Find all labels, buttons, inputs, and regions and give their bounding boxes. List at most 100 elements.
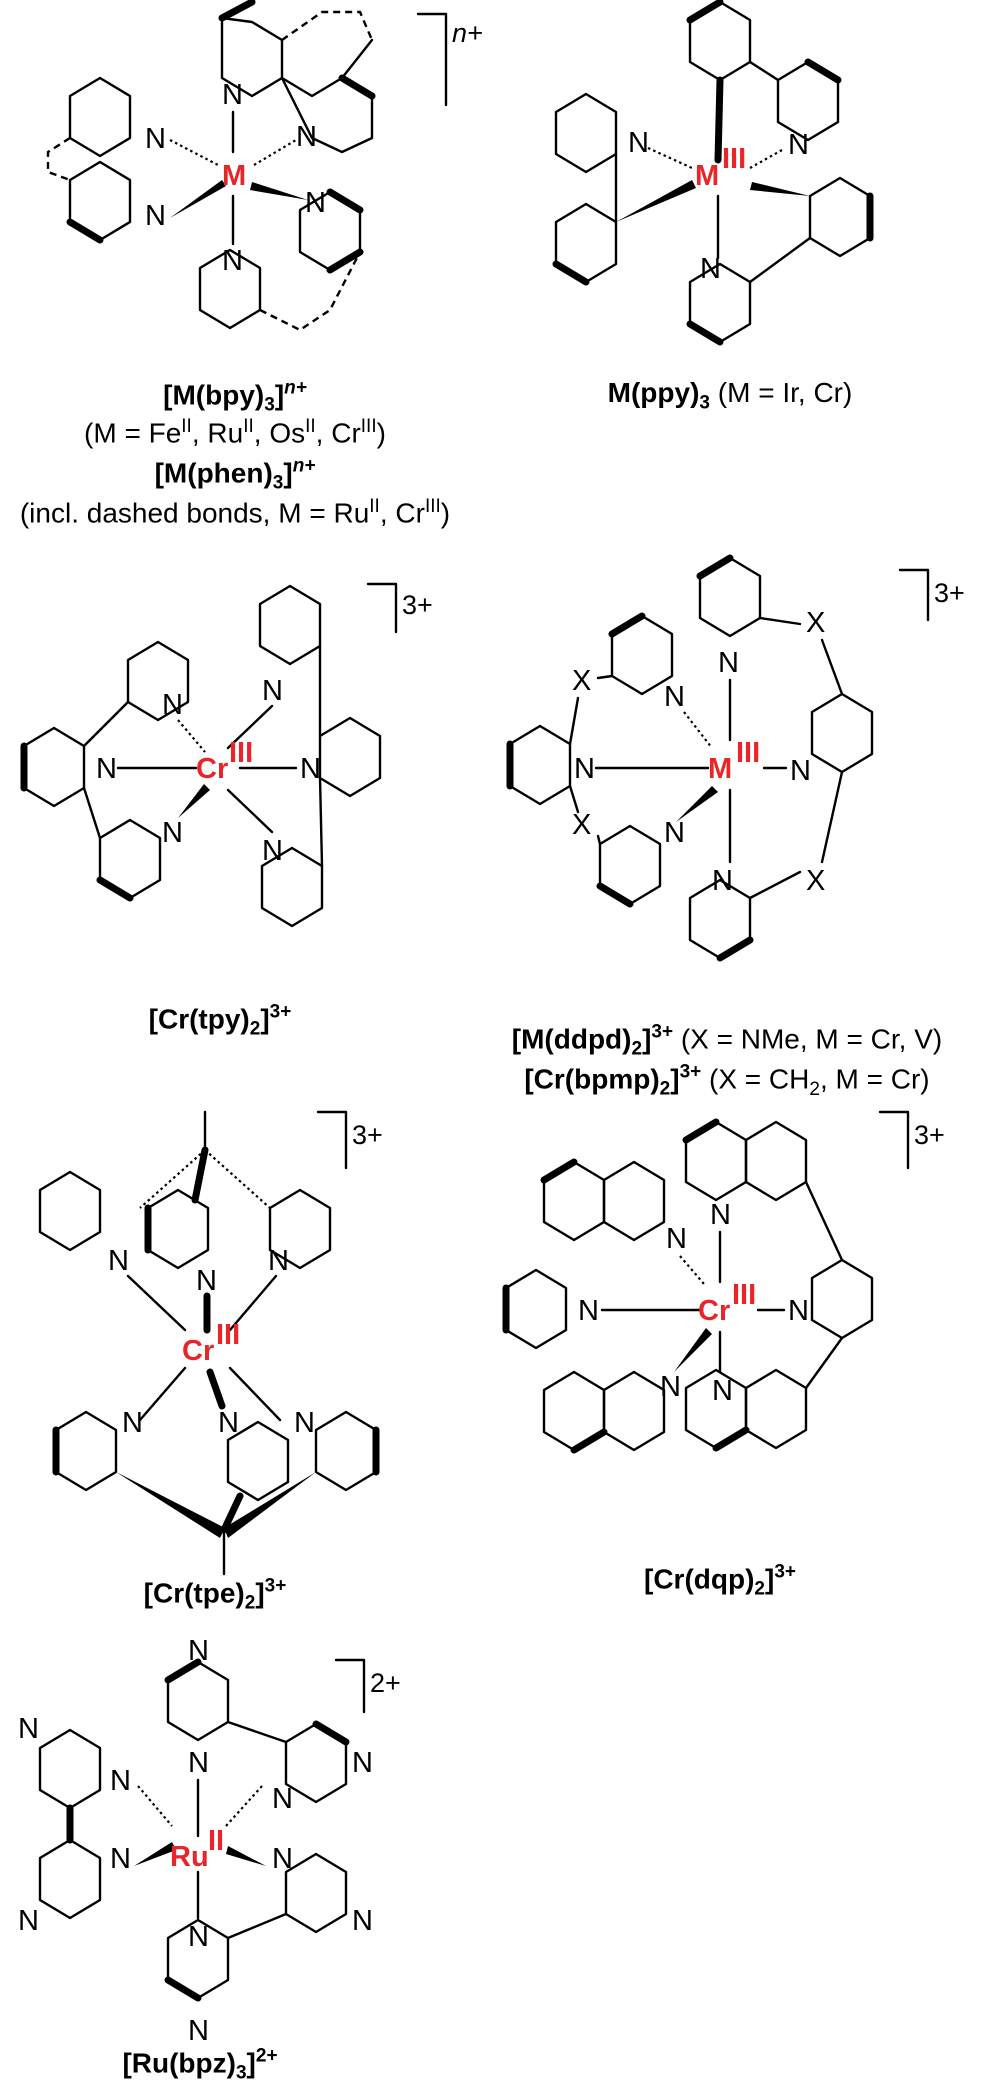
pyridine-ring	[268, 1188, 332, 1270]
pyridine-ring	[810, 692, 874, 774]
bridge-x-label: X	[806, 607, 825, 639]
phen-dashed-bond	[46, 136, 71, 182]
formula-text: [M(bpy)	[163, 379, 265, 411]
charge-bracket	[416, 12, 448, 107]
formula-close: ]	[246, 2047, 256, 2079]
structure-dqp: 3+ N N N N N N Cr III	[502, 1110, 945, 1454]
atom-n: N	[788, 129, 809, 161]
caption-dqp: [Cr(dqp)2]3+	[560, 1556, 880, 1607]
oxidation-state: III	[360, 416, 377, 437]
pyridine-ring	[318, 716, 382, 798]
formula-text: [Cr(dqp)	[644, 1563, 755, 1595]
formula-text: [M(phen)	[154, 457, 273, 489]
caption-bpy-formula: [M(bpy)3]n+	[40, 372, 430, 423]
formula-charge: 3+	[269, 1002, 292, 1023]
atom-n: N	[664, 817, 685, 849]
condition-subscript: 2	[809, 1078, 820, 1100]
structure-bpy-phen: n+ N N N N N N M	[46, 0, 483, 332]
formula-charge: 3+	[774, 1562, 796, 1583]
condition-text: (incl. dashed bonds, M = Ru	[19, 497, 370, 529]
atom-n: N	[18, 1713, 39, 1745]
atom-n: N	[188, 1921, 209, 1953]
atom-n: N	[96, 753, 117, 785]
oxidation-state: II	[181, 416, 192, 437]
charge-label: 3+	[934, 578, 965, 608]
atom-n: N	[262, 835, 283, 867]
condition-text: , M = Cr)	[819, 1063, 930, 1095]
charge-bracket	[898, 568, 930, 622]
pyridine-ring	[226, 1420, 290, 1502]
condition-text: (M = Ir, Cr)	[717, 377, 853, 408]
caption-ddpd: [M(ddpd)2]3+ (X = NMe, M = Cr, V)	[470, 1016, 984, 1067]
pyridine-ring	[54, 1410, 118, 1492]
condition-text: (M = Fe	[84, 417, 182, 449]
condition-text: , Ru	[191, 417, 244, 449]
quinoline-ring	[744, 1368, 808, 1450]
formula-subscript: 2	[249, 1018, 261, 1040]
atom-n: N	[268, 1245, 289, 1277]
atom-n: N	[188, 1635, 209, 1667]
metal-center: Cr	[196, 753, 228, 785]
formula-text: [Cr(tpe)	[143, 1577, 245, 1609]
pyridine-ring	[260, 846, 324, 928]
atom-n: N	[296, 121, 317, 153]
formula-subscript: 3	[235, 2062, 247, 2084]
structure-ddpd: 3+ X X N N N X X N N N M II	[506, 554, 965, 962]
charge-label: 2+	[370, 1668, 401, 1698]
formula-close: ]	[670, 1063, 680, 1095]
condition-text: )	[440, 497, 451, 529]
formula-charge: n+	[284, 378, 307, 399]
charge-bracket	[366, 582, 398, 634]
atom-n: N	[352, 1905, 373, 1937]
charge-label: 3+	[352, 1120, 383, 1150]
atom-n: N	[718, 647, 739, 679]
formula-close: ]	[642, 1023, 652, 1055]
metal-center: Cr	[182, 1335, 214, 1367]
metal-oxidation-state: II	[208, 1825, 224, 1857]
atom-n: N	[218, 1407, 239, 1439]
metal-center: M	[695, 160, 719, 192]
structure-ppy: N N N M III	[552, 0, 874, 346]
formula-charge: 3+	[679, 1062, 702, 1083]
atom-n: N	[162, 817, 183, 849]
condition-text: (X = NMe, M = Cr, V)	[680, 1023, 943, 1055]
oxidation-state: III	[424, 496, 441, 517]
structure-tpe: 3+ N N N Cr III N N N	[38, 1110, 383, 1576]
formula-charge: 2+	[255, 2046, 278, 2067]
atom-n: N	[712, 865, 733, 897]
condition-text: , Cr	[315, 417, 361, 449]
atom-n: N	[108, 1245, 129, 1277]
oxidation-state: II	[243, 416, 254, 437]
bridge-x-label: X	[572, 665, 591, 697]
metal-oxidation-state: III	[736, 737, 760, 769]
formula-charge: n+	[292, 456, 316, 477]
formula-text: [Ru(bpz)	[122, 2047, 236, 2079]
structure-bpz: 2+ N N N N N N N N N N N N Ru II	[18, 1635, 401, 2047]
atom-n: N	[18, 1905, 39, 1937]
charge-label: 3+	[402, 590, 433, 620]
charge-bracket	[316, 1110, 348, 1170]
atom-n: N	[666, 1223, 687, 1255]
atom-n: N	[145, 200, 166, 232]
quinoline-ring	[602, 1370, 666, 1452]
pyridine-ring	[68, 76, 132, 158]
formula-subscript: 2	[631, 1038, 643, 1060]
atom-n: N	[700, 253, 721, 285]
formula-text: [Cr(tpy)	[148, 1003, 250, 1035]
pyridine-ring	[314, 1410, 378, 1492]
quinoline-ring	[602, 1160, 666, 1242]
formula-subscript: 2	[244, 1592, 256, 1614]
pyridine-ring	[146, 1188, 210, 1270]
formula-subscript: 3	[272, 472, 284, 494]
bridge-x-label: X	[572, 809, 591, 841]
atom-n: N	[122, 1407, 143, 1439]
caption-bpmp: [Cr(bpmp)2]3+ (X = CH2, M = Cr)	[470, 1056, 984, 1107]
charge-label: 3+	[914, 1120, 945, 1150]
pyridine-ring	[258, 584, 322, 666]
condition-text: , Cr	[379, 497, 425, 529]
formula-charge: 3+	[264, 1576, 287, 1597]
oxidation-state: II	[369, 496, 380, 517]
atom-n: N	[294, 1407, 315, 1439]
atom-n: N	[300, 753, 321, 785]
